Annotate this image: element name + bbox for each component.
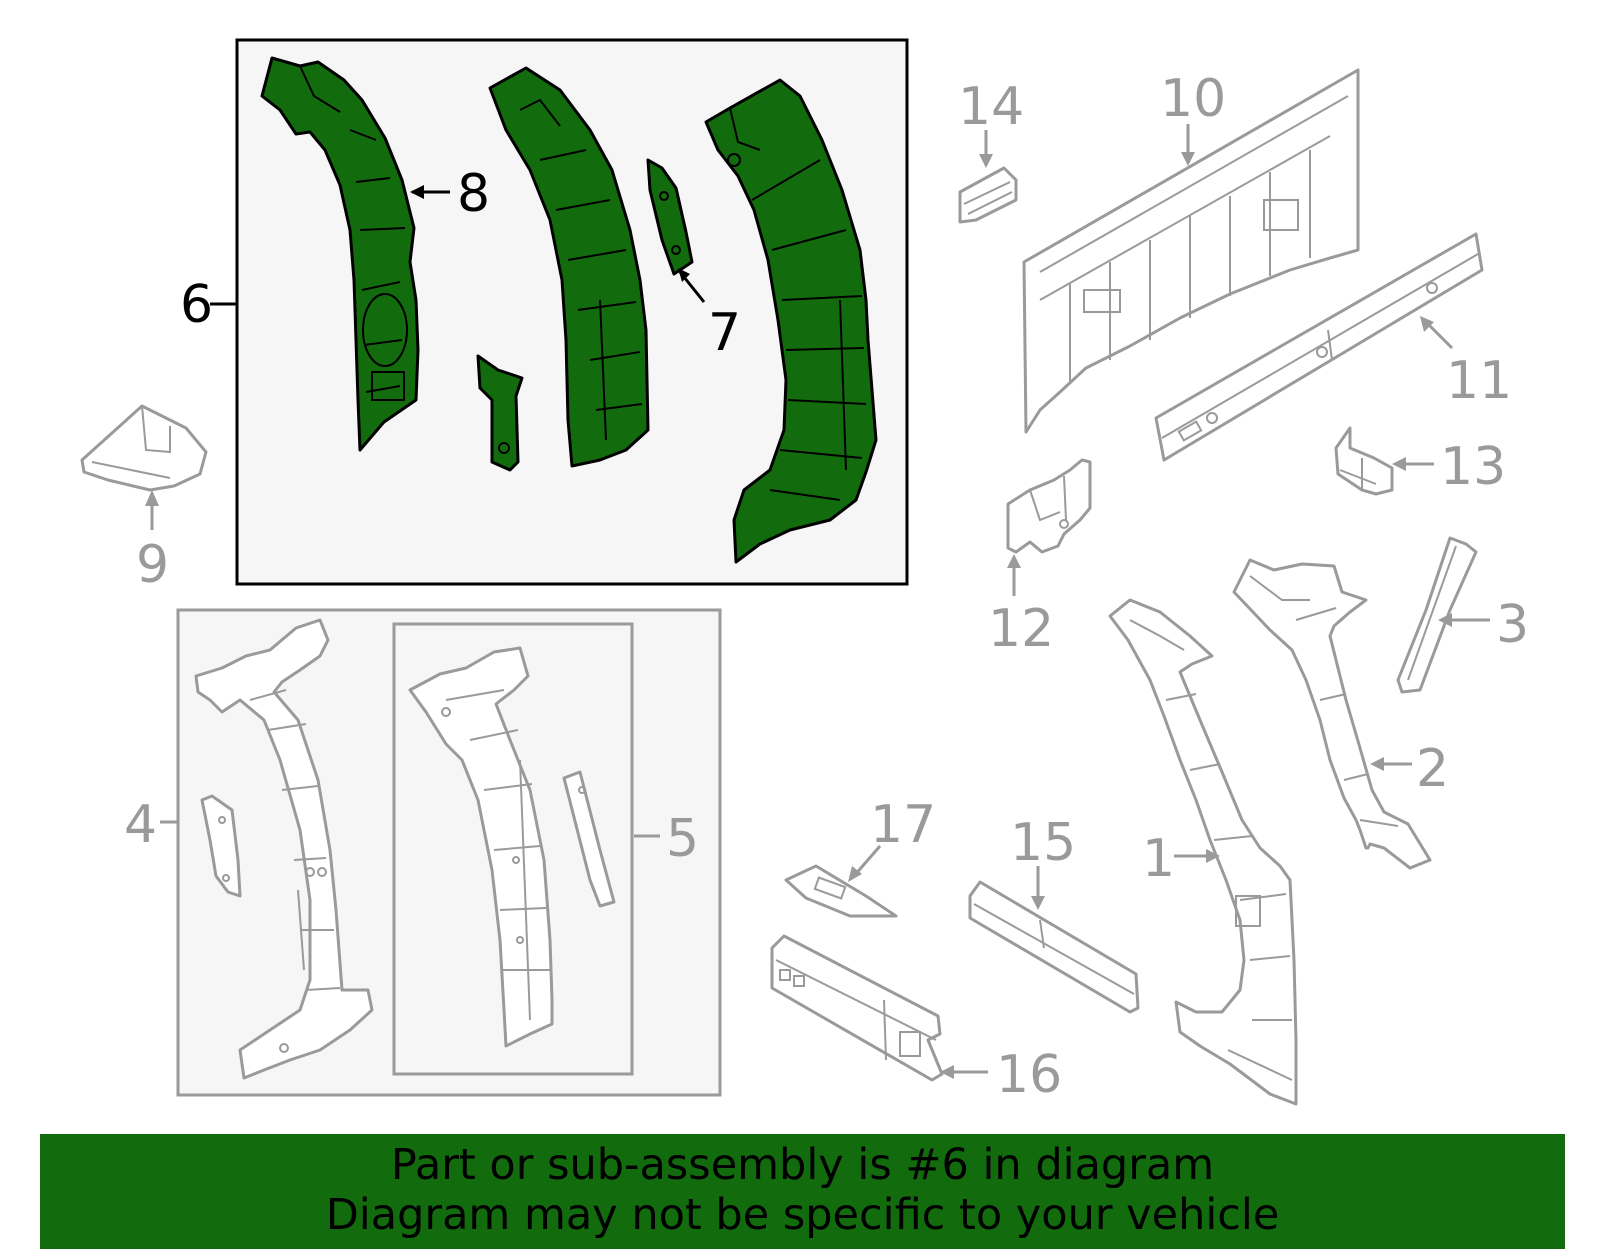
part-11-rail[interactable]: 11 [1154, 232, 1512, 462]
callout-2: 2 [1416, 739, 1449, 799]
part-4-pillar[interactable] [194, 618, 374, 1080]
callout-17: 17 [870, 795, 936, 855]
callout-16: 16 [996, 1045, 1062, 1105]
part-16-rail[interactable]: 16 [770, 934, 1062, 1105]
callout-14: 14 [958, 77, 1024, 137]
callout-15: 15 [1010, 813, 1076, 873]
part-7-strip[interactable] [646, 158, 694, 276]
part-bracket-small[interactable] [476, 354, 524, 472]
callout-9: 9 [136, 535, 169, 595]
part-9-cap[interactable]: 9 [80, 404, 208, 595]
part-2-pillar[interactable]: 2 [1232, 558, 1449, 870]
part-5-strip[interactable] [562, 770, 616, 908]
banner-line-2: Diagram may not be specific to your vehi… [325, 1190, 1280, 1240]
callout-12: 12 [988, 599, 1054, 659]
part-1-pillar[interactable]: 1 [1108, 598, 1298, 1106]
part-inner-pillar[interactable] [488, 66, 650, 468]
part-17-piece[interactable]: 17 [784, 795, 936, 918]
part-13-bracket[interactable]: 13 [1334, 426, 1506, 497]
part-10-back-panel[interactable]: 10 [1022, 68, 1360, 434]
assembly-6-group[interactable]: 6 8 7 [180, 38, 909, 586]
callout-6: 6 [180, 275, 213, 335]
part-outer-pillar[interactable] [704, 78, 878, 564]
callout-8: 8 [457, 164, 490, 224]
info-banner: Part or sub-assembly is #6 in diagram Di… [40, 1134, 1565, 1249]
callout-4: 4 [124, 795, 157, 855]
part-12-bracket[interactable]: 12 [988, 458, 1092, 659]
part-14-clip[interactable]: 14 [958, 77, 1024, 224]
callout-3: 3 [1496, 595, 1529, 655]
callout-13: 13 [1440, 437, 1506, 497]
callout-1: 1 [1142, 829, 1175, 889]
part-8-pillar[interactable] [260, 56, 420, 452]
callout-11: 11 [1446, 351, 1512, 411]
callout-10: 10 [1160, 69, 1226, 129]
callout-5: 5 [666, 809, 699, 869]
part-15-rail[interactable]: 15 [968, 813, 1140, 1014]
part-4-bracket[interactable] [200, 794, 242, 898]
assembly-4-group[interactable]: 4 5 [124, 608, 722, 1097]
callout-7: 7 [708, 303, 741, 363]
banner-line-1: Part or sub-assembly is #6 in diagram [390, 1140, 1215, 1190]
part-3-strip[interactable]: 3 [1396, 536, 1529, 694]
assembly-5-group[interactable] [392, 622, 634, 1076]
